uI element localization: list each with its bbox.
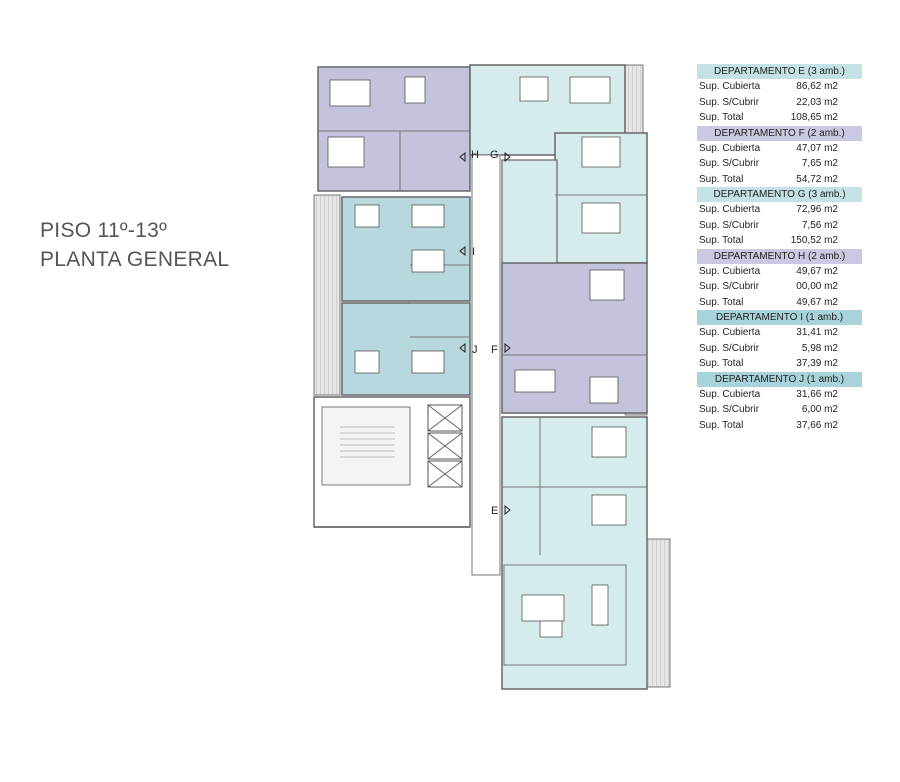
area-row: Sup. Cubierta 49,67 m2 (697, 264, 862, 280)
area-row: Sup. Cubierta 31,41 m2 (697, 325, 862, 341)
marker-h: H (471, 149, 479, 161)
area-label: Sup. Total (699, 358, 744, 369)
area-label: Sup. Total (699, 112, 744, 123)
area-row: Sup. Total 37,66 m2 (697, 418, 862, 434)
apartment-block: DEPARTAMENTO I (1 amb.) Sup. Cubierta 31,4… (697, 310, 862, 372)
area-value: 37,39 m2 (796, 358, 838, 369)
title-line-plan: PLANTA GENERAL (40, 248, 230, 271)
apartment-header: DEPARTAMENTO G (3 amb.) (697, 187, 862, 202)
area-row: Sup. Cubierta 31,66 m2 (697, 387, 862, 403)
area-label: Sup. Cubierta (699, 327, 761, 338)
area-value: 6,00 m2 (801, 404, 838, 415)
area-label: Sup. S/Cubrir (699, 158, 760, 169)
area-row: Sup. Total 54,72 m2 (697, 172, 862, 188)
area-row: Sup. Total 37,39 m2 (697, 356, 862, 372)
area-label: Sup. Cubierta (699, 388, 761, 400)
title-line-floor: PISO 11º-13º (40, 219, 168, 242)
apartment-header: DEPARTAMENTO J (1 amb.) (697, 371, 862, 387)
marker-i: I (472, 246, 475, 258)
elevator-crosses (427, 404, 463, 488)
area-label: Sup. Total (699, 173, 744, 185)
apartment-header: DEPARTAMENTO I (1 amb.) (697, 310, 862, 325)
area-value: 31,66 m2 (796, 388, 838, 400)
stairs (321, 406, 411, 486)
area-row: Sup. Cubierta 86,62 m2 (697, 79, 862, 95)
area-label: Sup. Cubierta (699, 265, 761, 277)
area-value: 22,03 m2 (796, 96, 838, 108)
area-label: Sup. S/Cubrir (699, 219, 760, 231)
area-value: 37,66 m2 (796, 419, 838, 431)
area-value: 47,07 m2 (796, 142, 838, 154)
area-row: Sup. S/Cubrir 7,56 m2 (697, 218, 862, 234)
area-value: 5,98 m2 (801, 342, 838, 354)
entry-arrows (459, 151, 511, 516)
unit-g-baths (501, 159, 558, 266)
marker-e: E (491, 505, 498, 517)
plan-title: PISO 11º-13º PLANTA GENERAL (40, 216, 229, 274)
area-row: Sup. Total 150,52 m2 (697, 233, 862, 249)
marker-g: G (490, 149, 499, 161)
apartment-block: DEPARTAMENTO G (3 amb.) Sup. Cubierta 72,9… (697, 187, 862, 249)
area-row: Sup. S/Cubrir 5,98 m2 (697, 341, 862, 357)
area-value: 49,67 m2 (796, 296, 838, 308)
apartment-header: DEPARTAMENTO F (2 amb.) (697, 125, 862, 141)
area-value: 00,00 m2 (796, 281, 838, 292)
area-row: Sup. Cubierta 47,07 m2 (697, 141, 862, 157)
area-value: 49,67 m2 (796, 265, 838, 277)
area-value: 54,72 m2 (796, 173, 838, 185)
area-label: Sup. Total (699, 296, 744, 308)
area-label: Sup. S/Cubrir (699, 342, 760, 354)
marker-f: F (491, 344, 498, 356)
area-row: Sup. Total 108,65 m2 (697, 110, 862, 126)
area-row: Sup. Cubierta 72,96 m2 (697, 202, 862, 218)
area-label: Sup. S/Cubrir (699, 281, 760, 292)
apartment-block: DEPARTAMENTO J (1 amb.)Sup. Cubierta 31,6… (697, 371, 862, 434)
stair-steps (340, 426, 395, 458)
furniture (327, 76, 627, 638)
area-value: 7,56 m2 (801, 219, 838, 231)
terrace-north (624, 64, 644, 144)
apartment-block: DEPARTAMENTO F (2 amb.)Sup. Cubierta 47,0… (697, 125, 862, 188)
terrace-west (313, 194, 341, 396)
area-row: Sup. S/Cubrir 00,00 m2 (697, 279, 862, 295)
area-value: 108,65 m2 (790, 112, 838, 123)
area-row: Sup. S/Cubrir 7,65 m2 (697, 156, 862, 172)
apartment-block: DEPARTAMENTO E (3 amb.) Sup. Cubierta 86,6… (697, 64, 862, 126)
area-label: Sup. Cubierta (699, 204, 761, 215)
area-row: Sup. S/Cubrir 6,00 m2 (697, 402, 862, 418)
area-label: Sup. S/Cubrir (699, 96, 760, 108)
area-row: Sup. Total 49,67 m2 (697, 295, 862, 311)
area-value: 86,62 m2 (796, 81, 838, 92)
area-table: DEPARTAMENTO E (3 amb.) Sup. Cubierta 86,6… (697, 64, 862, 433)
area-label: Sup. S/Cubrir (699, 404, 760, 415)
area-label: Sup. Total (699, 419, 744, 431)
area-label: Sup. Total (699, 235, 744, 246)
apartment-header: DEPARTAMENTO E (3 amb.) (697, 64, 862, 79)
corridor (471, 154, 501, 576)
area-value: 7,65 m2 (801, 158, 838, 169)
apartment-header: DEPARTAMENTO H (2 amb.) (697, 248, 862, 264)
marker-j: J (472, 344, 478, 356)
area-value: 72,96 m2 (796, 204, 838, 215)
area-label: Sup. Cubierta (699, 142, 761, 154)
unit-j (341, 302, 471, 396)
area-value: 31,41 m2 (796, 327, 838, 338)
apartment-block: DEPARTAMENTO H (2 amb.)Sup. Cubierta 49,6… (697, 248, 862, 311)
area-row: Sup. S/Cubrir 22,03 m2 (697, 95, 862, 111)
area-label: Sup. Cubierta (699, 81, 761, 92)
floor-plan: H G I J F E (313, 64, 671, 690)
area-value: 150,52 m2 (790, 235, 838, 246)
